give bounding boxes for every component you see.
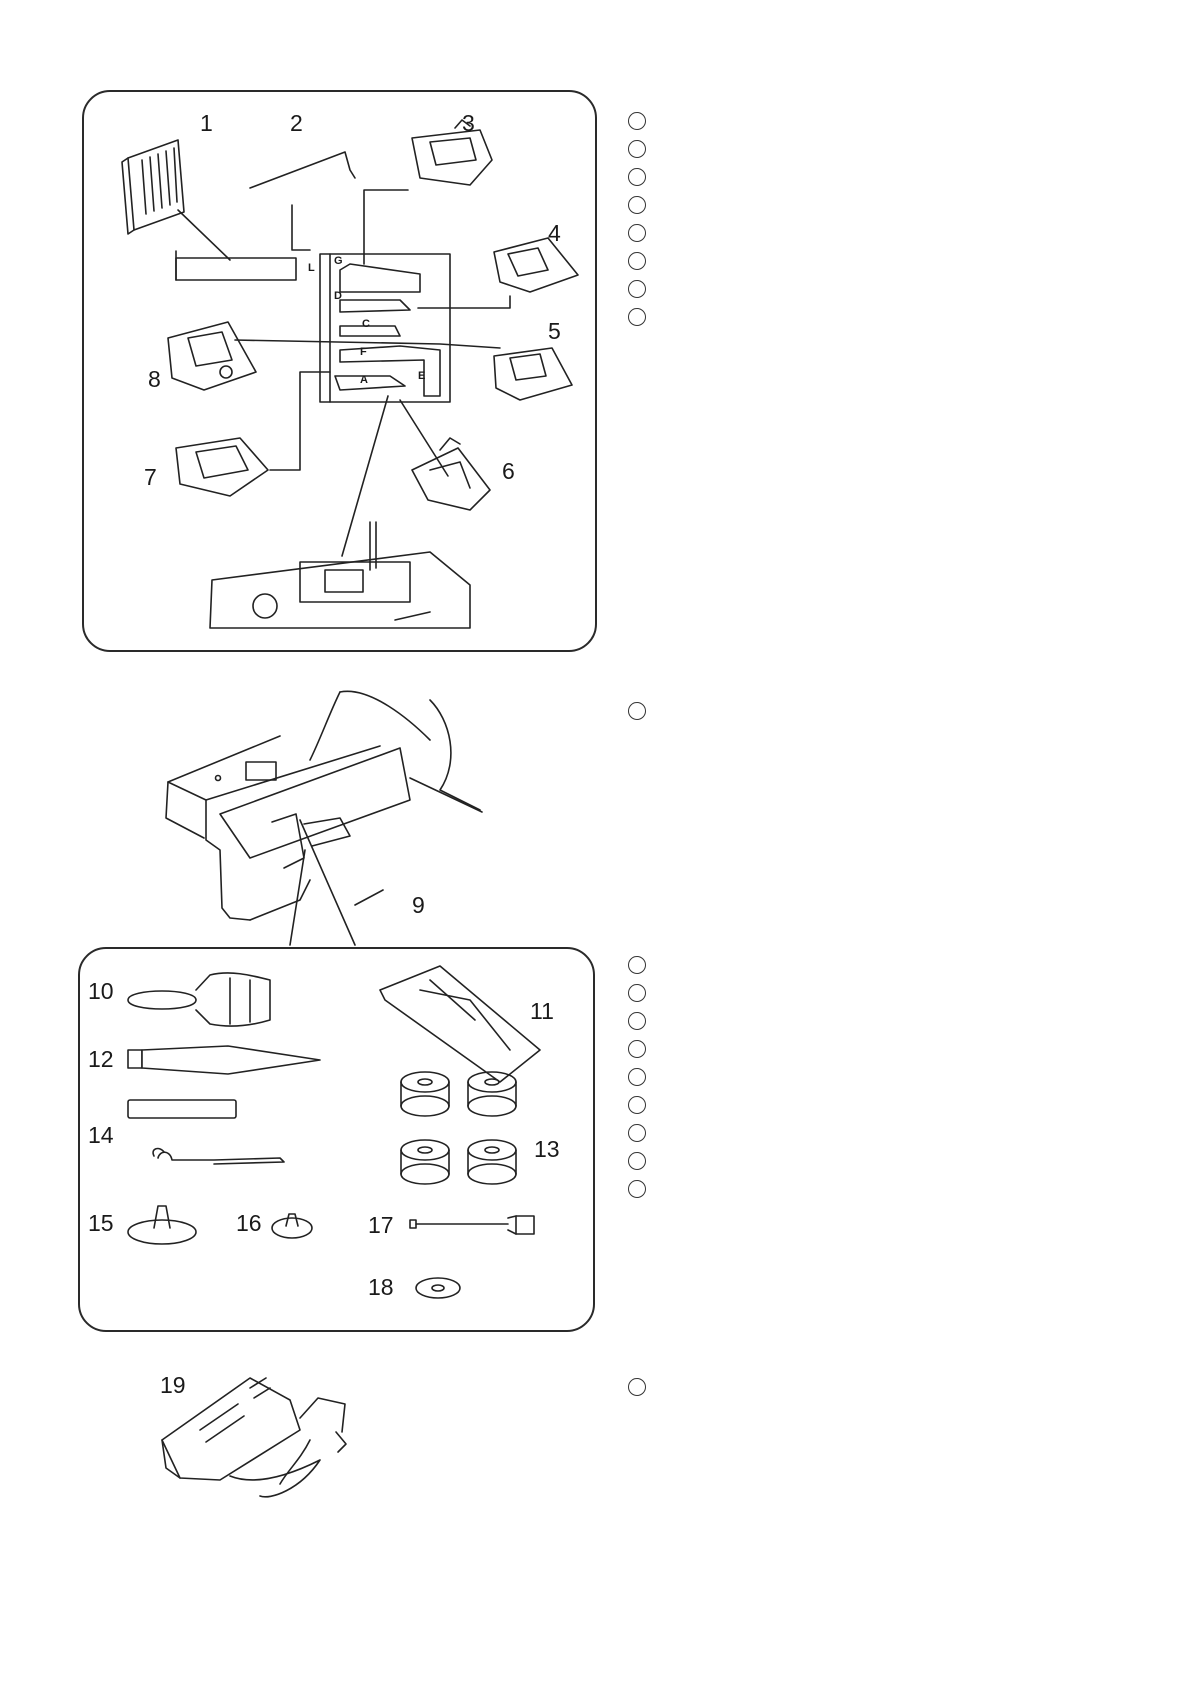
part-number-7: 7	[144, 464, 157, 490]
bullet-circle	[628, 1096, 646, 1114]
bullet-circle	[628, 280, 646, 298]
part-number-8: 8	[148, 366, 161, 392]
part-number-9: 9	[412, 892, 425, 918]
part-number-11: 11	[530, 998, 554, 1024]
quilting-guide-illustration	[249, 151, 356, 189]
bullet-circle	[628, 196, 646, 214]
small-spool-holder-illustration	[271, 1213, 313, 1239]
accessory-panel-top	[82, 90, 597, 652]
bullet-circle	[628, 1378, 646, 1396]
bullet-circle	[628, 112, 646, 130]
part-number-17: 17	[368, 1212, 394, 1238]
seam-ripper-illustration	[127, 1099, 285, 1165]
tray-label-e: E	[418, 370, 426, 382]
part-number-16: 16	[236, 1210, 262, 1236]
bullet-circle	[628, 1012, 646, 1030]
part-number-2: 2	[290, 110, 303, 136]
part-number-4: 4	[548, 220, 561, 246]
bullet-circle	[628, 308, 646, 326]
bullet-circle	[628, 702, 646, 720]
tray-label-a: A	[360, 374, 368, 386]
presser-foot-6	[411, 437, 491, 511]
part-number-14: 14	[88, 1122, 114, 1148]
accessory-tray-illustration	[175, 250, 451, 403]
presser-foot-5	[493, 347, 573, 401]
lint-brush-illustration	[127, 1045, 321, 1075]
presser-foot-3	[411, 119, 493, 186]
tray-label-c: C	[362, 318, 370, 330]
part-number-5: 5	[548, 318, 561, 344]
tray-label-f: F	[360, 346, 367, 358]
presser-foot-4	[493, 237, 579, 293]
part-number-18: 18	[368, 1274, 394, 1300]
free-arm-accessory-box-illustration	[165, 690, 483, 921]
bullet-circle	[628, 252, 646, 270]
large-spool-holder-illustration	[127, 1205, 197, 1245]
bobbins-illustration	[400, 1071, 517, 1185]
spool-pin-illustration	[409, 1215, 535, 1235]
spool-felt-illustration	[415, 1277, 461, 1299]
tray-label-g: G	[334, 255, 343, 267]
tray-label-d: D	[334, 290, 342, 302]
presser-foot-8	[167, 321, 257, 391]
part-number-10: 10	[88, 978, 114, 1004]
bullet-circle	[628, 984, 646, 1002]
screwdriver-illustration	[127, 972, 271, 1027]
buttonhole-foot-illustration	[379, 965, 541, 1083]
bullet-circle	[628, 1180, 646, 1198]
part-number-12: 12	[88, 1046, 114, 1072]
bullet-circle	[628, 1040, 646, 1058]
part-number-1: 1	[200, 110, 213, 136]
part-number-6: 6	[502, 458, 515, 484]
part-number-15: 15	[88, 1210, 114, 1236]
bullet-circle	[628, 956, 646, 974]
needle-pack-illustration	[121, 139, 185, 235]
part-number-19: 19	[160, 1372, 186, 1398]
part-number-3: 3	[462, 110, 475, 136]
tray-label-l: L	[308, 262, 315, 274]
part-number-13: 13	[534, 1136, 560, 1162]
bullet-circle	[628, 1152, 646, 1170]
accessory-panel-middle	[78, 947, 595, 1332]
machine-bed-illustration	[209, 521, 471, 629]
presser-foot-7	[175, 437, 269, 497]
bullet-circle	[628, 140, 646, 158]
bullet-circle	[628, 168, 646, 186]
bullet-circle	[628, 1068, 646, 1086]
bullet-circle	[628, 1124, 646, 1142]
foot-control-illustration	[161, 1377, 347, 1498]
bullet-circle	[628, 224, 646, 242]
